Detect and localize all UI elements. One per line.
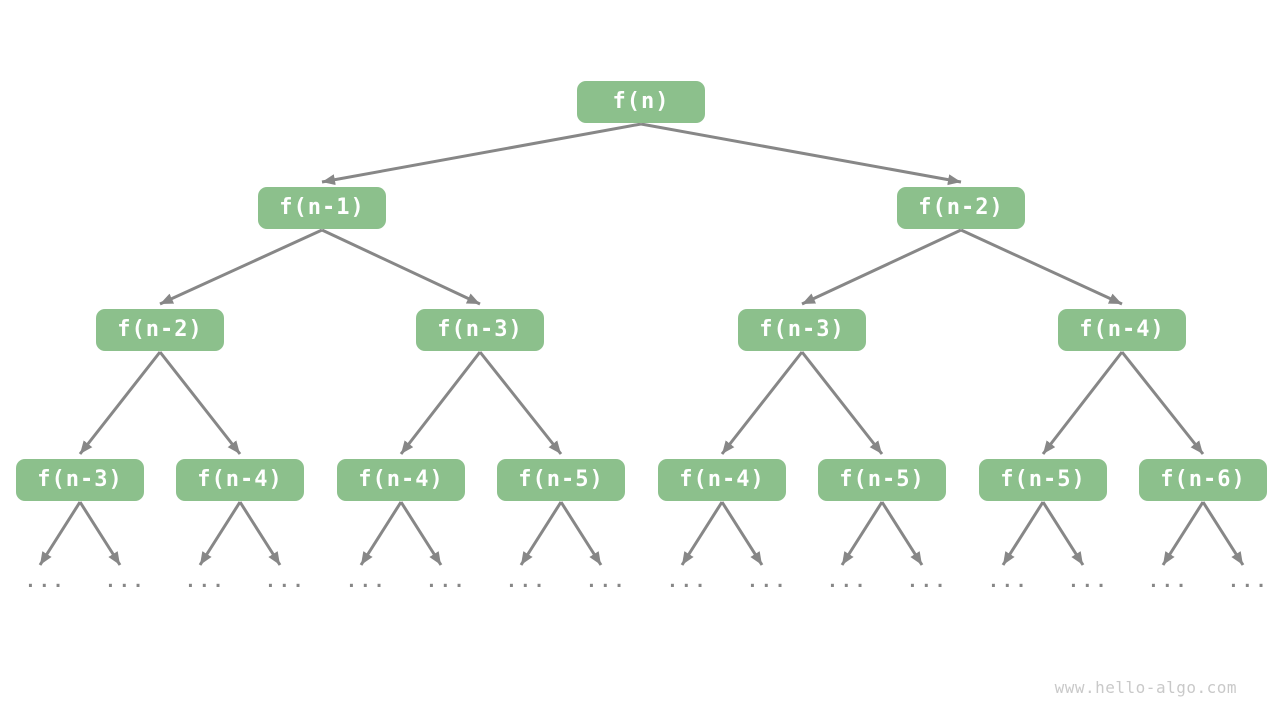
- edge-arrow: [1161, 501, 1205, 566]
- tree-node: f(n-2): [96, 309, 224, 351]
- ellipsis-leaf: ...: [506, 571, 548, 592]
- ellipsis-leaf: ...: [185, 571, 227, 592]
- edge-arrow: [158, 351, 242, 455]
- ellipsis-leaf: ...: [1148, 571, 1190, 592]
- ellipsis-leaf: ...: [265, 571, 307, 592]
- tree-node: f(n-3): [16, 459, 144, 501]
- tree-node: f(n-4): [1058, 309, 1186, 351]
- edge-arrow: [680, 501, 724, 566]
- edge-arrow: [840, 501, 884, 566]
- tree-node: f(n-1): [258, 187, 386, 229]
- edge-arrow: [960, 228, 1123, 306]
- edge-arrow: [399, 351, 482, 455]
- edge-arrow: [78, 501, 122, 566]
- tree-node: f(n-5): [979, 459, 1107, 501]
- edge-arrow: [198, 501, 242, 566]
- edge-arrow: [559, 501, 603, 566]
- edge-arrow: [359, 501, 403, 566]
- edge-arrow: [800, 351, 884, 455]
- ellipsis-leaf: ...: [1068, 571, 1110, 592]
- edge-arrow: [78, 351, 162, 455]
- edge-group: [38, 122, 1245, 566]
- watermark: www.hello-algo.com: [1054, 678, 1237, 697]
- edge-arrow: [321, 228, 481, 306]
- edge-arrow: [321, 122, 642, 186]
- edge-arrow: [801, 228, 962, 306]
- ellipsis-leaf: ...: [667, 571, 709, 592]
- tree-node: f(n-3): [738, 309, 866, 351]
- edge-arrow: [1201, 501, 1245, 566]
- ellipsis-leaf: ...: [25, 571, 67, 592]
- ellipsis-leaf: ...: [988, 571, 1030, 592]
- ellipsis-leaf: ...: [907, 571, 949, 592]
- tree-node: f(n-4): [337, 459, 465, 501]
- tree-node: f(n-4): [658, 459, 786, 501]
- ellipsis-leaf: ...: [827, 571, 869, 592]
- tree-node: f(n): [577, 81, 705, 123]
- edge-arrow: [238, 501, 282, 566]
- tree-node: f(n-5): [497, 459, 625, 501]
- edge-arrow: [1001, 501, 1045, 566]
- edge-arrow: [880, 501, 924, 566]
- tree-node: f(n-5): [818, 459, 946, 501]
- edge-arrow: [478, 351, 563, 455]
- edge-arrow: [159, 228, 323, 306]
- edge-arrow: [38, 501, 82, 566]
- ellipsis-leaf: ...: [747, 571, 789, 592]
- tree-node: f(n-2): [897, 187, 1025, 229]
- ellipsis-leaf: ...: [105, 571, 147, 592]
- tree-node: f(n-3): [416, 309, 544, 351]
- edge-arrow: [519, 501, 563, 566]
- edge-arrow: [1120, 351, 1205, 455]
- edge-arrow: [720, 351, 804, 455]
- tree-node: f(n-6): [1139, 459, 1267, 501]
- ellipsis-leaf: ...: [586, 571, 628, 592]
- edge-arrow: [640, 122, 962, 186]
- edge-arrow: [1041, 351, 1124, 455]
- tree-node: f(n-4): [176, 459, 304, 501]
- edge-arrow: [399, 501, 443, 566]
- edge-arrow: [720, 501, 764, 566]
- ellipsis-leaf: ...: [346, 571, 388, 592]
- ellipsis-leaf: ...: [426, 571, 468, 592]
- edge-arrow: [1041, 501, 1085, 566]
- ellipsis-leaf: ...: [1228, 571, 1270, 592]
